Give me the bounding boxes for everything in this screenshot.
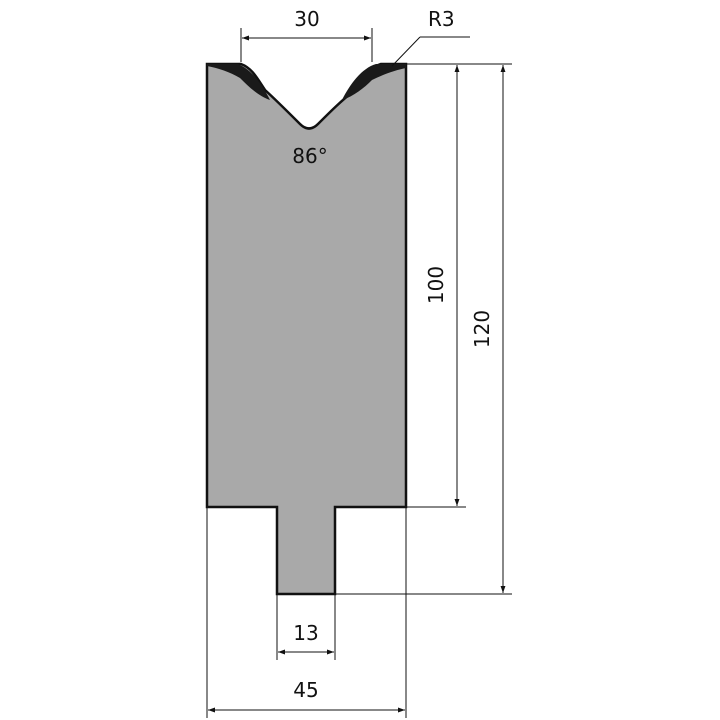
radius-label: R3 xyxy=(428,7,455,31)
height-100-label: 100 xyxy=(424,266,448,304)
tang-width-label: 13 xyxy=(293,621,318,645)
height-120-label: 120 xyxy=(470,310,494,348)
dimension-height-100: 100 xyxy=(424,65,460,506)
left-shoulder-edge xyxy=(207,64,270,100)
top-opening-label: 30 xyxy=(294,7,319,31)
dimension-total-width: 45 xyxy=(206,507,407,718)
dimension-top-opening: 30 xyxy=(240,7,373,62)
angle-label: 86° xyxy=(292,144,327,168)
right-shoulder-edge xyxy=(342,64,406,100)
dimension-height-120: 120 xyxy=(470,65,506,593)
dimension-tang-width: 13 xyxy=(276,594,336,660)
total-width-label: 45 xyxy=(293,678,318,702)
dimension-radius: R3 xyxy=(391,7,470,67)
